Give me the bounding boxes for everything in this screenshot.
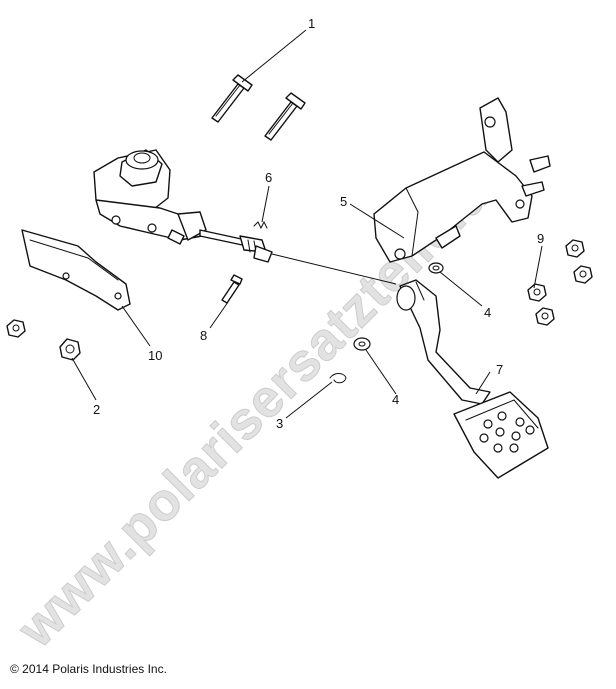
callout-4-upper: 4 [484,305,491,320]
callout-4-lower: 4 [392,392,399,407]
callout-5: 5 [340,194,347,209]
brake-pedal-arm [396,279,491,405]
callout-10: 10 [148,348,162,363]
clevis-pin [221,274,243,304]
shield-plate [21,229,131,311]
bolt-upper [211,74,253,123]
callout-6: 6 [265,170,272,185]
master-cylinder [93,149,207,245]
callout-1: 1 [308,16,315,31]
pedal-pad [453,391,549,479]
retaining-clip [329,373,347,384]
callout-7: 7 [496,362,503,377]
nut-right-3 [527,283,547,302]
nut-left-1 [6,319,26,338]
leader-lines [71,29,543,419]
pedal-bracket [373,97,551,263]
bushing-upper [428,262,444,274]
nut-left-2 [59,338,81,361]
washer-lower [353,337,371,351]
bolt-lower [264,92,306,141]
spring-pin [253,220,268,230]
copyright-notice: © 2014 Polaris Industries Inc. [10,662,167,676]
callout-9: 9 [537,231,544,246]
callout-8: 8 [200,328,207,343]
nut-right-2 [573,265,593,284]
nut-right-4 [535,307,555,326]
callout-3: 3 [276,416,283,431]
nut-right-1 [565,239,585,258]
callout-2: 2 [93,402,100,417]
push-rod [199,229,273,263]
